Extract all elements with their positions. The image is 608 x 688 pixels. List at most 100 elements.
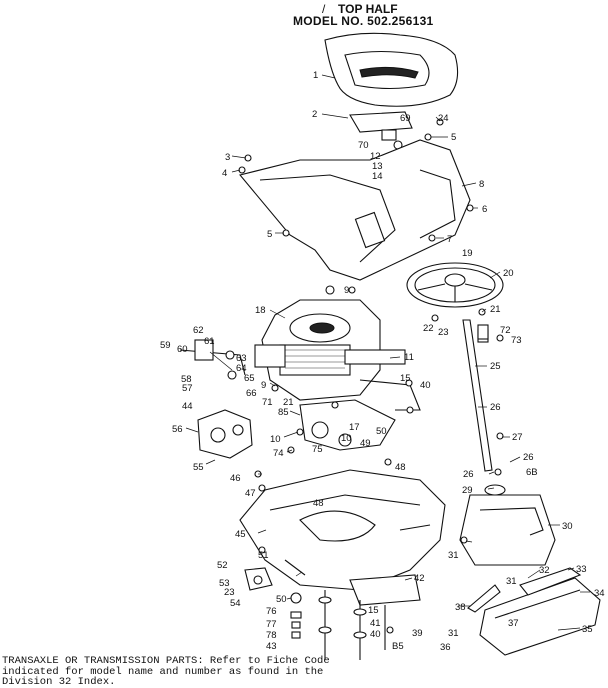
footnote-line-3: Division 32 Index.: [2, 676, 116, 688]
callout-51: 51: [258, 550, 269, 561]
callout-36: 36: [440, 642, 451, 653]
callout-85: 85: [278, 407, 289, 418]
callout-37: 37: [508, 618, 519, 629]
pedal-arm: [467, 584, 501, 613]
callout-54: 54: [230, 598, 241, 609]
callout-19: 19: [462, 248, 473, 259]
callout-35: 35: [582, 624, 593, 635]
header-mark: /: [322, 2, 326, 16]
callout-labels: 1 2 3 4 5 5 6 7 8 9 9 10 10 11 12 13 14 …: [160, 70, 605, 653]
callout-23a: 23: [438, 327, 449, 338]
callout-11: 11: [404, 352, 414, 363]
callout-46: 46: [230, 473, 241, 484]
seat-hinge: [349, 111, 413, 150]
callout-15a: 15: [400, 373, 411, 384]
callout-10a: 10: [270, 434, 281, 445]
callout-56: 56: [172, 424, 183, 435]
callout-44: 44: [182, 401, 193, 412]
callout-21b: 21: [490, 304, 501, 315]
fender-pan: [239, 139, 471, 281]
callout-41: 41: [370, 618, 381, 629]
callout-49: 49: [360, 438, 371, 449]
callout-73: 73: [511, 335, 522, 346]
callout-50b: 50: [376, 426, 387, 437]
callout-61: 61: [204, 336, 215, 347]
callout-26c: 26: [463, 469, 474, 480]
callout-55: 55: [193, 462, 204, 473]
callout-65: 65: [244, 373, 255, 384]
brake-parts: [244, 567, 273, 591]
callout-10b: 10: [341, 433, 352, 444]
callout-64: 64: [236, 363, 247, 374]
callout-15b: 15: [368, 605, 379, 616]
callout-69: 69: [400, 113, 411, 124]
callout-9b: 9: [261, 380, 266, 391]
callout-13: 13: [372, 161, 383, 172]
callout-1: 1: [313, 70, 318, 81]
callout-34: 34: [594, 588, 605, 599]
throttle-linkage: [179, 339, 246, 380]
callout-6a: 6: [482, 204, 487, 215]
callout-2: 2: [312, 109, 317, 120]
callout-58: 58: [181, 374, 192, 385]
callout-20: 20: [503, 268, 514, 279]
callout-71: 71: [262, 397, 273, 408]
steering-wheel: [406, 262, 504, 308]
leader-lines: [185, 74, 590, 631]
callout-32: 32: [539, 565, 550, 576]
callout-23b: 23: [224, 587, 235, 598]
callout-63: 63: [236, 353, 247, 364]
callout-31b: 31: [506, 576, 517, 587]
callout-3: 3: [225, 152, 230, 163]
callout-18: 18: [255, 305, 266, 316]
callout-66: 66: [246, 388, 257, 399]
callout-8: 8: [479, 179, 484, 190]
callout-70: 70: [358, 140, 369, 151]
callout-72: 72: [500, 325, 511, 336]
callout-b5: B5: [392, 641, 404, 652]
footnote-line-1: TRANSAXLE OR TRANSMISSION PARTS: Refer t…: [2, 655, 330, 667]
callout-77: 77: [266, 619, 277, 630]
callout-21a: 21: [283, 397, 294, 408]
callout-45: 45: [235, 529, 246, 540]
callout-7: 7: [447, 234, 452, 245]
callout-60: 60: [177, 344, 188, 355]
callout-33: 33: [576, 564, 587, 575]
callout-62: 62: [193, 325, 204, 336]
diagram-title: TOP HALF: [338, 2, 398, 16]
lower-bracket: [349, 574, 421, 606]
engine: [254, 299, 406, 401]
callout-27: 27: [512, 432, 523, 443]
transaxle: [197, 409, 253, 459]
callout-48b: 48: [313, 498, 324, 509]
callout-24: 24: [438, 113, 449, 124]
callout-5a: 5: [267, 229, 272, 240]
front-bumper: [479, 567, 601, 656]
callout-29: 29: [462, 485, 473, 496]
callout-31c: 31: [448, 628, 459, 639]
fasteners: [238, 118, 504, 634]
callout-17: 17: [349, 422, 360, 433]
callout-39: 39: [412, 628, 423, 639]
callout-6b: 6B: [526, 467, 538, 478]
callout-47: 47: [245, 488, 256, 499]
callout-26b: 26: [523, 452, 534, 463]
callout-57: 57: [182, 383, 193, 394]
callout-53: 53: [219, 578, 230, 589]
callout-25: 25: [490, 361, 501, 372]
hardware-stacks: [290, 590, 386, 660]
callout-4: 4: [222, 168, 227, 179]
callout-40b: 40: [370, 629, 381, 640]
callout-5b: 5: [451, 132, 456, 143]
callout-40a: 40: [420, 380, 431, 391]
transaxle-footnote: TRANSAXLE OR TRANSMISSION PARTS: Refer t…: [2, 656, 392, 688]
callout-74: 74: [273, 448, 284, 459]
callout-76: 76: [266, 606, 277, 617]
callout-75: 75: [312, 444, 323, 455]
callout-42: 42: [414, 573, 425, 584]
callout-50: 50: [276, 594, 287, 605]
dash-panel: [459, 484, 556, 566]
callout-38: 38: [455, 602, 466, 613]
seat: [324, 32, 459, 107]
